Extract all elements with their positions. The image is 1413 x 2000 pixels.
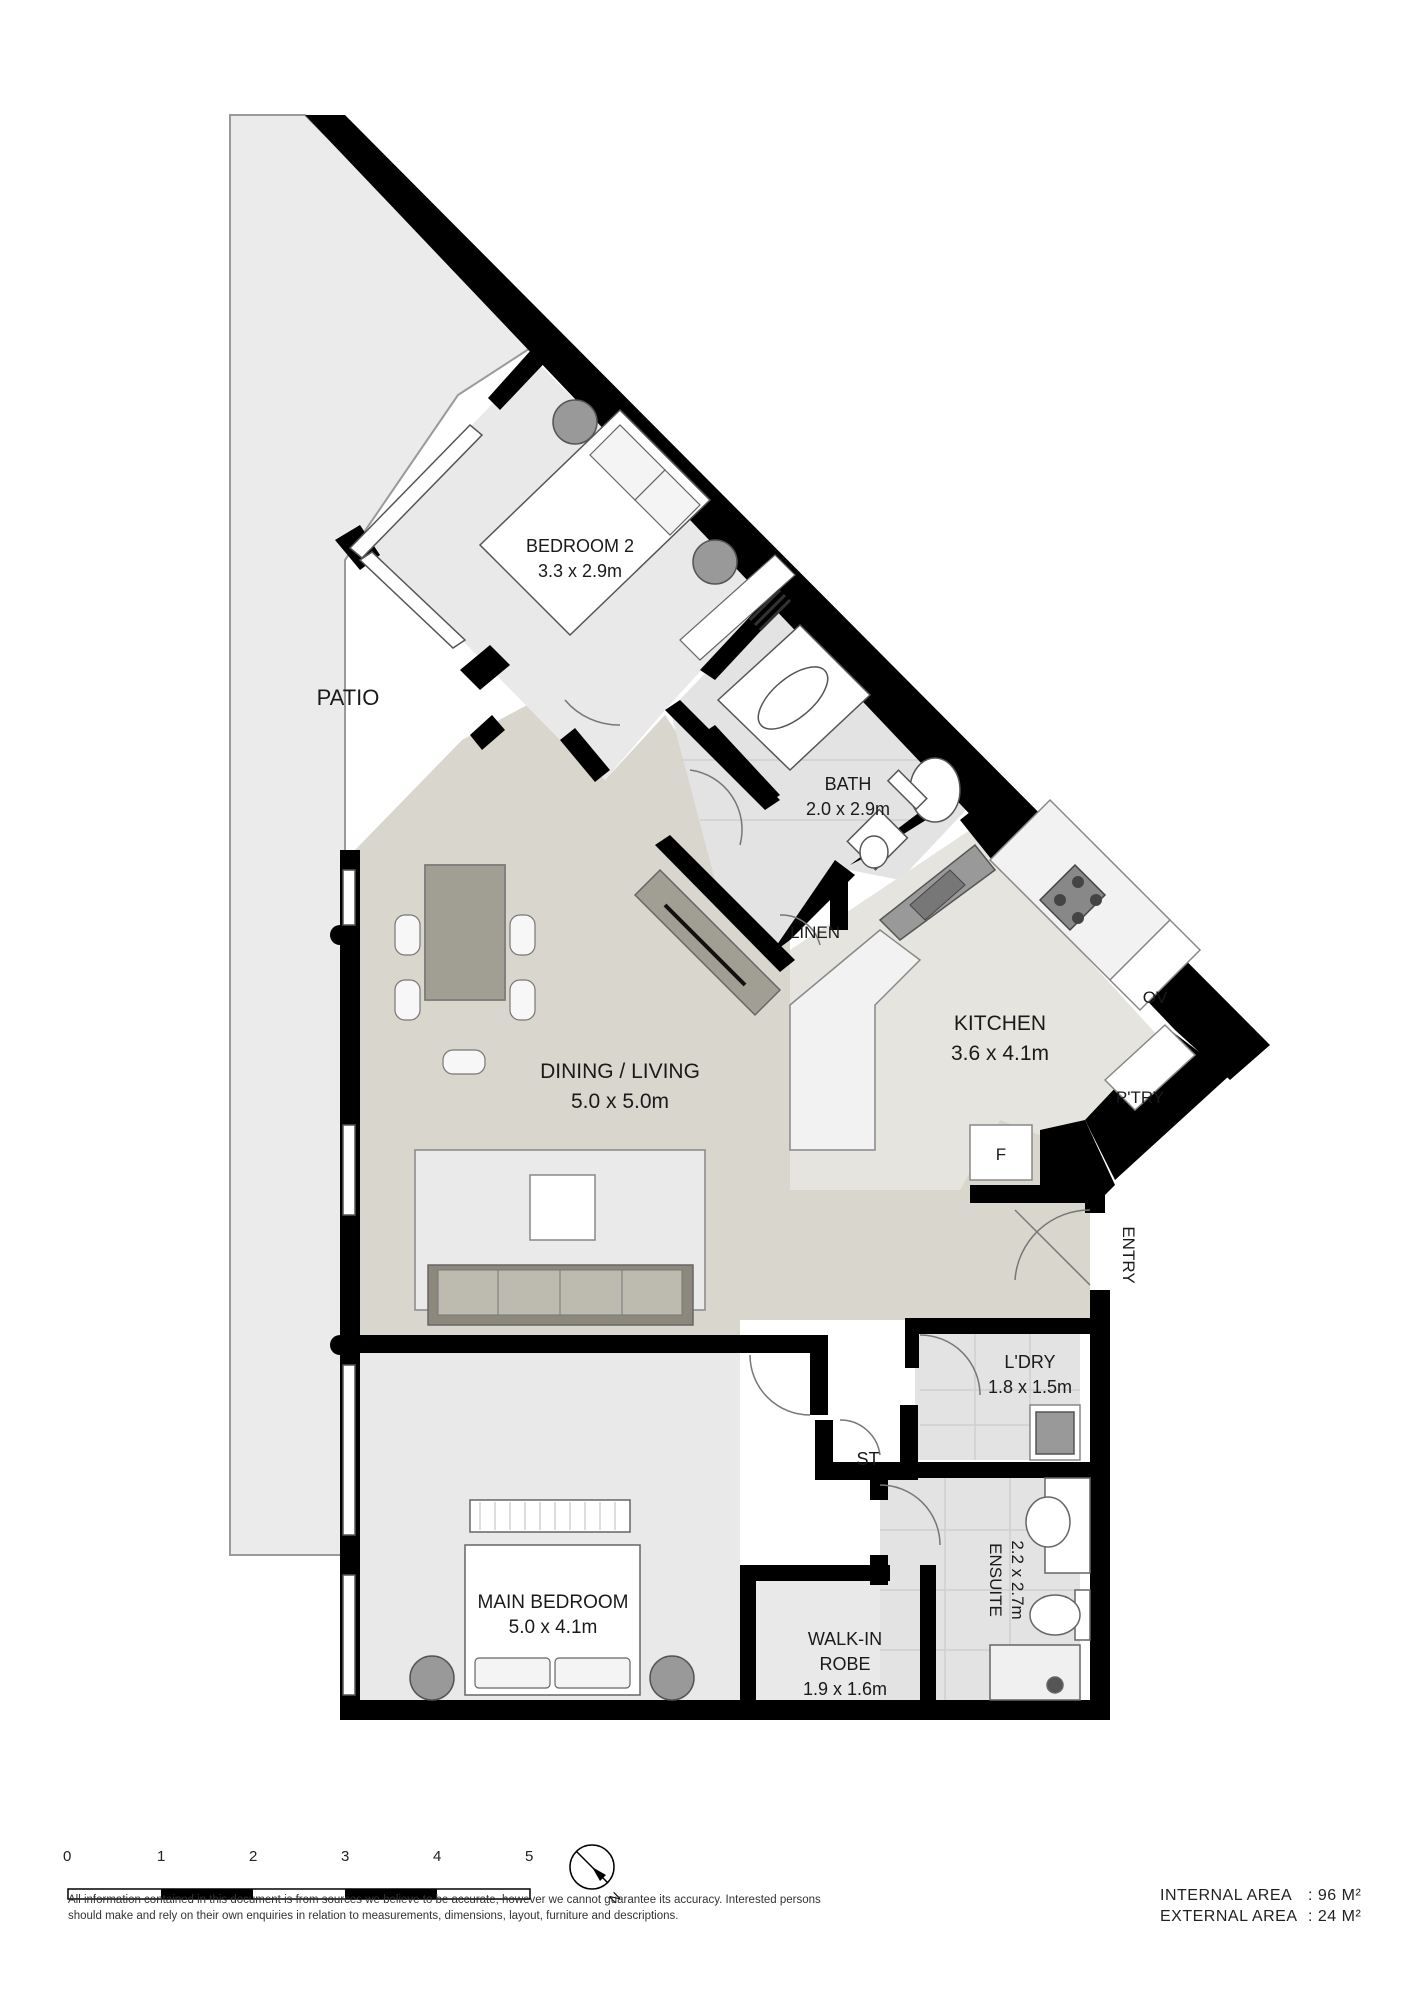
ensuite-fixtures xyxy=(989,1477,1091,1701)
external-area-value: : 24 M² xyxy=(1308,1908,1362,1925)
entry-label: ENTRY xyxy=(1119,1226,1138,1283)
internal-area-label: INTERNAL AREA xyxy=(1160,1887,1293,1904)
bedroom2-furniture xyxy=(478,399,796,661)
bath-fixtures xyxy=(716,623,961,871)
bedroom2-label: BEDROOM 2 xyxy=(526,536,634,556)
kitchen-label: KITCHEN xyxy=(954,1012,1046,1035)
scale-label-3: 3 xyxy=(341,1848,350,1865)
dining-furniture xyxy=(394,864,536,1075)
bath-size: 2.0 x 2.9m xyxy=(806,799,890,819)
bedroom2-size: 3.3 x 2.9m xyxy=(538,561,622,581)
scale-bar xyxy=(67,1888,531,1900)
scale-label-5: 5 xyxy=(525,1848,534,1865)
laundry-label: L'DRY xyxy=(1004,1352,1055,1372)
living-furniture xyxy=(414,1149,706,1326)
kitchen-fixtures xyxy=(789,798,1202,1181)
ensuite-size: 2.2 x 2.7m xyxy=(1008,1540,1027,1619)
bath-label: BATH xyxy=(825,774,872,794)
windows xyxy=(342,423,484,1696)
storage-label: ST xyxy=(856,1449,879,1469)
oven-label: OV xyxy=(1143,988,1168,1007)
main-bedroom-label: MAIN BEDROOM xyxy=(478,1592,629,1613)
scale-label-4: 4 xyxy=(433,1848,442,1865)
disclaimer-text: All information contained in this docume… xyxy=(68,1894,821,1922)
laundry-sink xyxy=(1029,1404,1081,1461)
tv-unit xyxy=(633,868,782,1017)
area-summary: INTERNAL AREA : 96 M² EXTERNAL AREA : 24… xyxy=(1160,1885,1361,1927)
internal-area-value: : 96 M² xyxy=(1308,1887,1362,1904)
external-area-label: EXTERNAL AREA xyxy=(1160,1908,1298,1925)
dining-living-label: DINING / LIVING xyxy=(540,1060,700,1083)
dining-living-size: 5.0 x 5.0m xyxy=(571,1090,669,1113)
scale-label-2: 2 xyxy=(249,1848,258,1865)
walk-in-robe-size: 1.9 x 1.6m xyxy=(803,1679,887,1699)
laundry-size: 1.8 x 1.5m xyxy=(988,1377,1072,1397)
ensuite-label: ENSUITE xyxy=(986,1543,1005,1617)
room-labels: PATIO BEDROOM 2 3.3 x 2.9m BATH 2.0 x 2.… xyxy=(317,536,1168,1699)
walk-in-robe-label-1: WALK-IN xyxy=(808,1629,882,1649)
scale-label-1: 1 xyxy=(157,1848,166,1865)
main-bedroom-size: 5.0 x 4.1m xyxy=(509,1617,598,1638)
kitchen-size: 3.6 x 4.1m xyxy=(951,1042,1049,1065)
main-bedroom-furniture xyxy=(409,1499,695,1701)
linen-label: LINEN xyxy=(790,923,840,942)
pantry-label: P'TRY xyxy=(1116,1088,1164,1107)
fridge-label: F xyxy=(996,1145,1006,1164)
patio-label: PATIO xyxy=(317,685,380,710)
scale-label-0: 0 xyxy=(63,1848,72,1865)
doors xyxy=(564,699,1091,1546)
walk-in-robe-label-2: ROBE xyxy=(819,1654,870,1674)
